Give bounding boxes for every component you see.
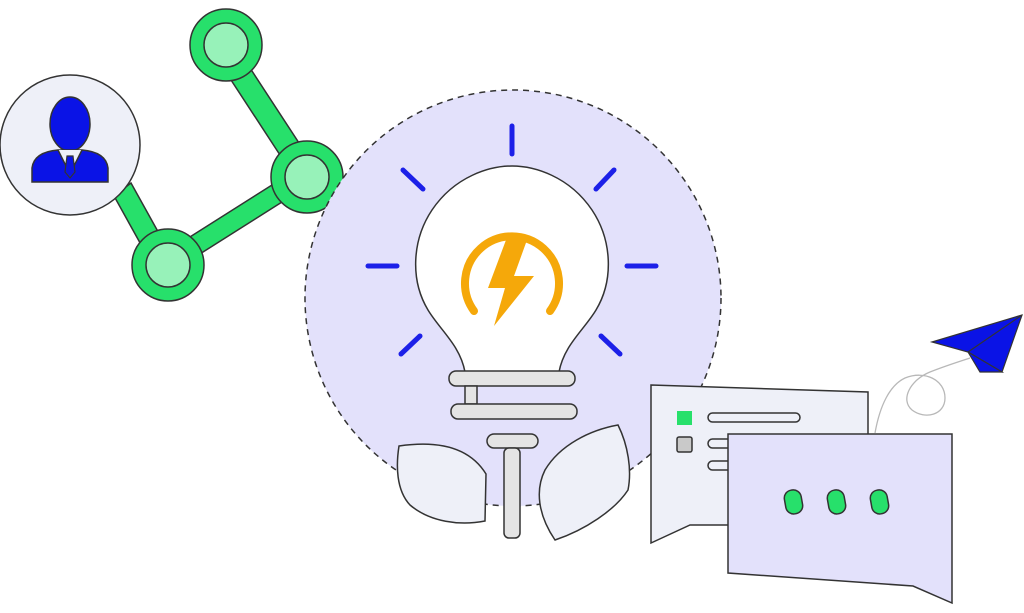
bulb-base-ring-2 bbox=[450, 403, 578, 420]
ray-top-right bbox=[593, 167, 617, 192]
avatar-tie bbox=[64, 155, 76, 179]
network-nodes-icon bbox=[113, 8, 344, 302]
plane-wing-inner bbox=[967, 351, 1005, 373]
plane-fold bbox=[967, 314, 1023, 353]
ray-bottom-left bbox=[398, 333, 423, 357]
typing-dot-3 bbox=[869, 489, 890, 515]
leaf-right bbox=[538, 424, 631, 541]
ray-bottom-right bbox=[598, 333, 623, 357]
checkbox-checked bbox=[677, 411, 692, 425]
bulb-base-ring-1 bbox=[448, 370, 576, 387]
avatar-head bbox=[49, 96, 91, 152]
checkbox-unchecked bbox=[676, 436, 693, 453]
plane-trail bbox=[874, 357, 971, 434]
network-node-top bbox=[189, 8, 263, 82]
ray-top-left bbox=[400, 167, 426, 192]
lightbulb-icon bbox=[414, 165, 610, 539]
bolt-shape bbox=[488, 240, 534, 326]
network-node-left bbox=[131, 228, 205, 302]
bolt-ring bbox=[461, 232, 563, 315]
typing-dot-2 bbox=[826, 489, 847, 515]
paper-plane-icon bbox=[929, 314, 1023, 373]
light-rays bbox=[365, 123, 659, 357]
plant-stem bbox=[503, 447, 521, 539]
bulb-base-cap bbox=[486, 433, 539, 449]
leaf-left bbox=[396, 443, 487, 524]
network-node-mid bbox=[270, 140, 344, 214]
leaves bbox=[396, 424, 631, 541]
chat-card-front bbox=[727, 433, 953, 605]
chat-bubble-icon bbox=[650, 384, 953, 605]
checklist-line-1 bbox=[707, 412, 801, 423]
typing-dot-1 bbox=[783, 489, 804, 515]
power-bolt-icon bbox=[461, 232, 563, 326]
user-avatar-icon bbox=[0, 74, 141, 216]
bulb-base-stem bbox=[464, 385, 478, 405]
typing-dots bbox=[783, 489, 890, 515]
